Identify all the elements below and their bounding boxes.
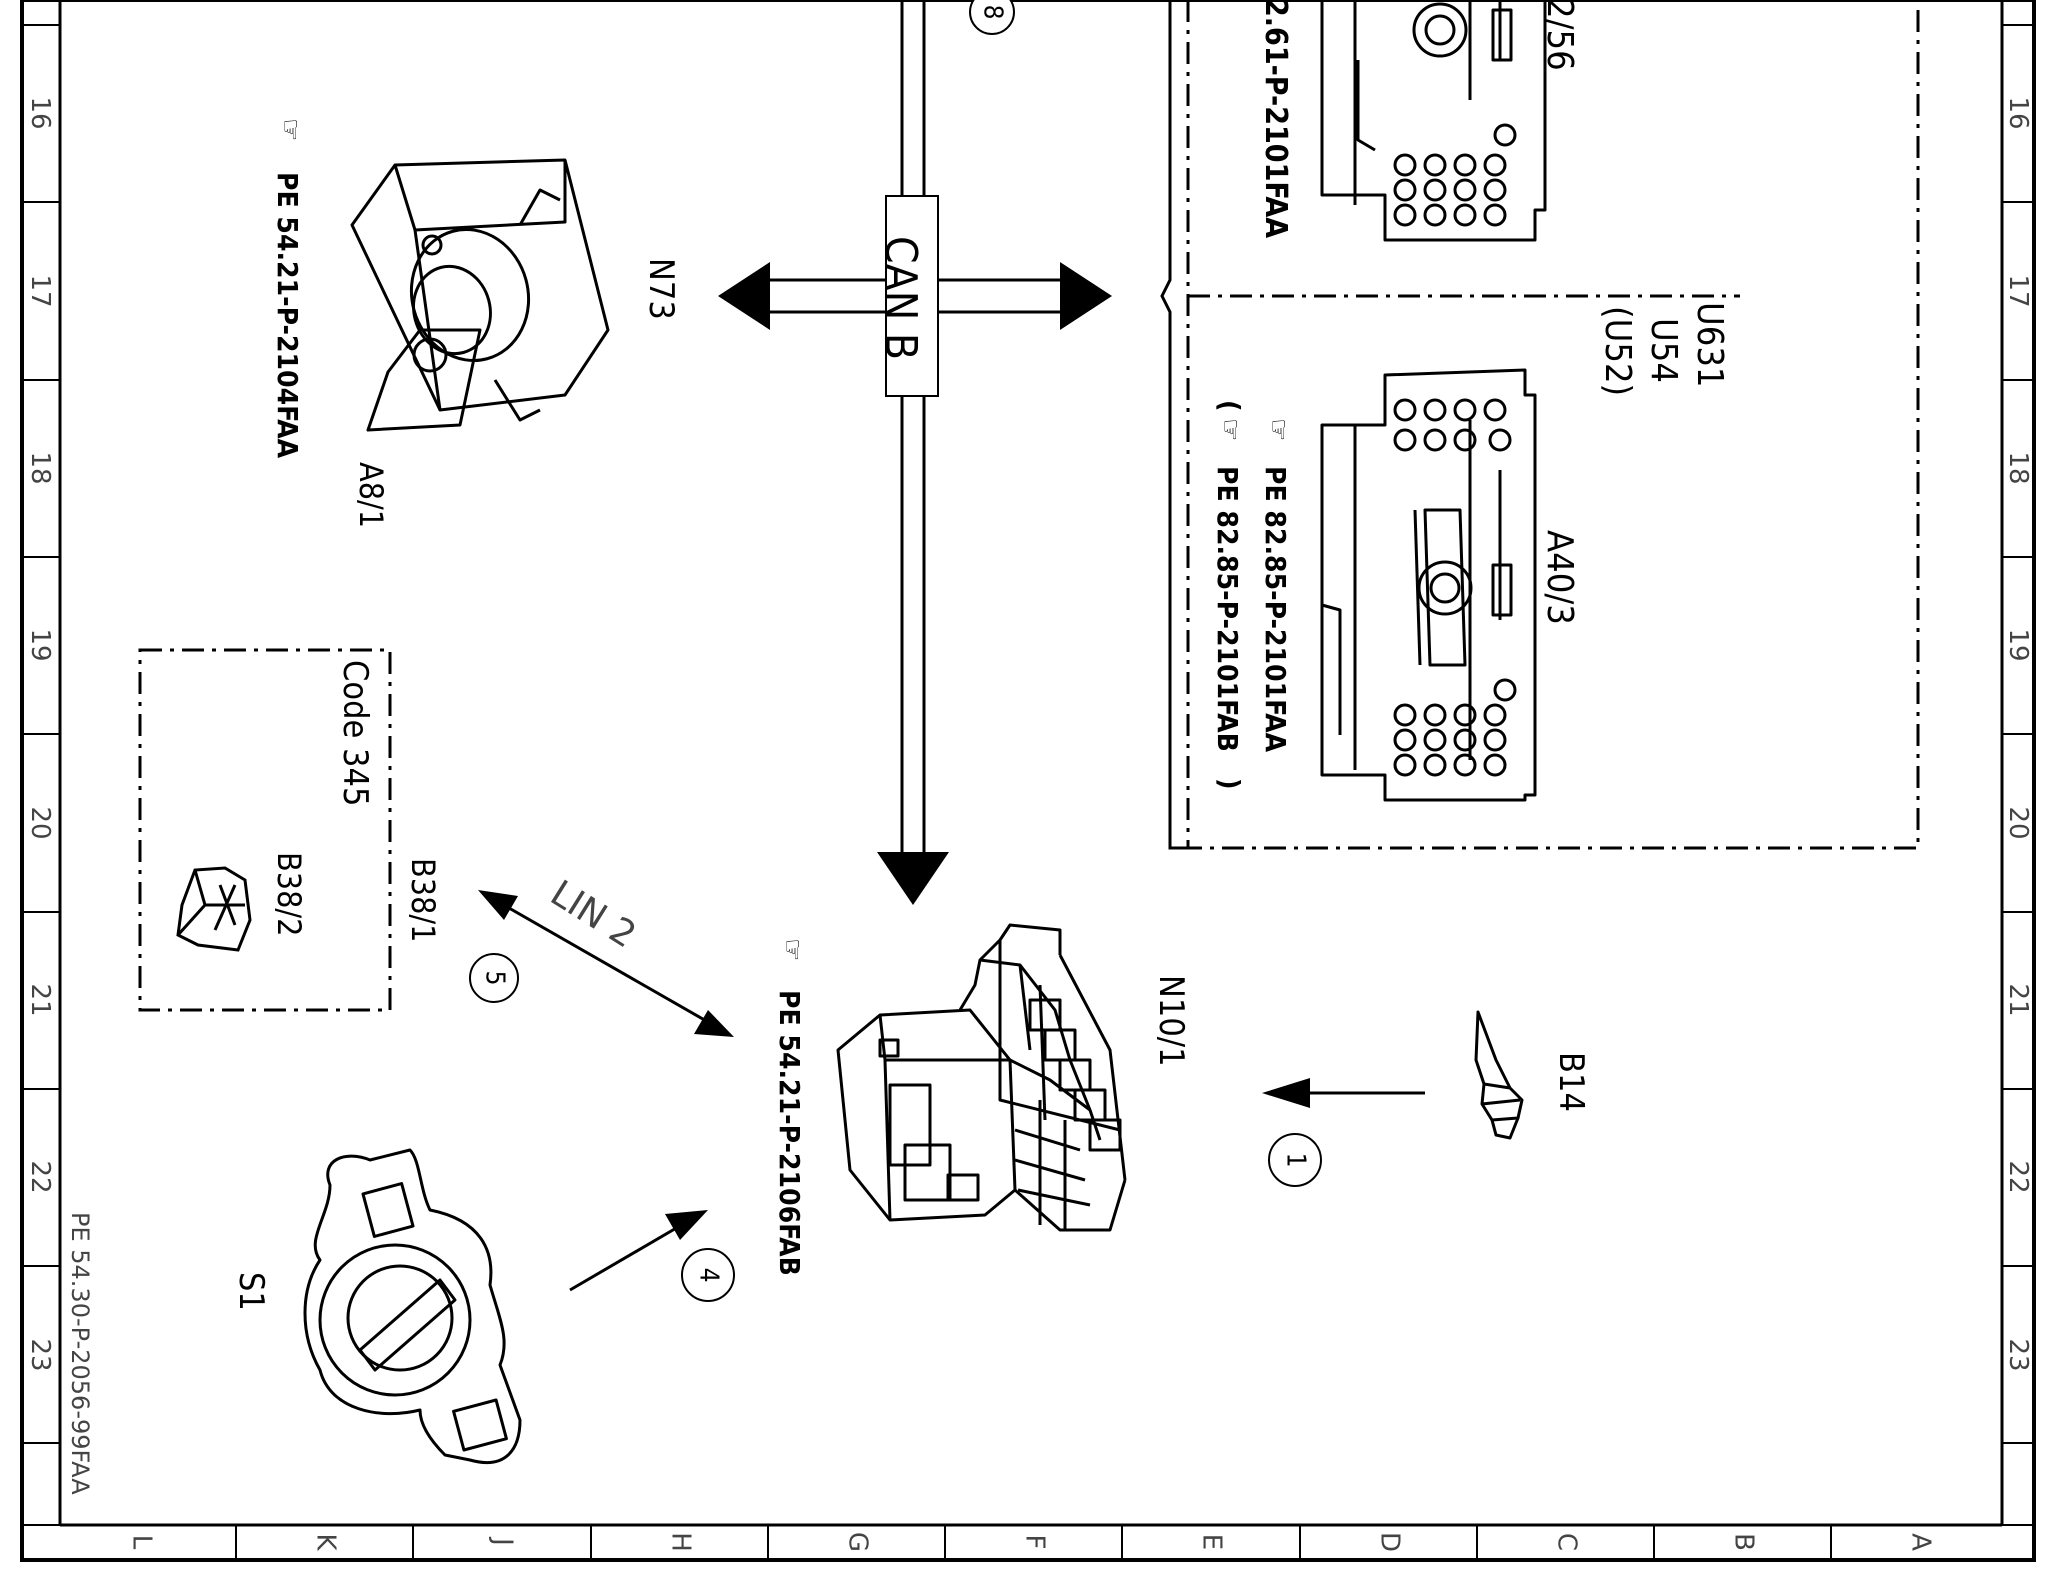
s1-signal-line	[569, 1218, 691, 1292]
top-head-unit	[1320, 0, 1547, 242]
row-number-right: 21	[2003, 983, 2033, 1016]
row-number-right: 22	[2003, 1160, 2033, 1193]
a40-3-reference-primary: ☞ PE 82.85-P-2101FAA	[1259, 418, 1293, 753]
column-letter: H	[666, 1532, 696, 1552]
lin-arrow-down	[694, 1010, 734, 1037]
top-unit-code: 2/56	[1539, 0, 1580, 71]
lin-label: LIN 2	[543, 873, 643, 956]
marker-1: 1	[1268, 1133, 1322, 1187]
svg-text:PE 54.21-P-2106FAB: PE 54.21-P-2106FAB	[773, 990, 806, 1276]
can-label-box	[885, 195, 939, 397]
a40-3-head-unit	[1320, 368, 1537, 802]
code-345-label: Code 345	[335, 660, 375, 806]
column-letter: B	[1729, 1533, 1759, 1551]
b38-1-label: B38/1	[404, 858, 442, 942]
code-345-group	[138, 648, 392, 1012]
row-number-left: 18	[25, 451, 55, 484]
n10-1-control-unit	[836, 923, 1127, 1232]
b14-temperature-sensor	[1474, 1010, 1524, 1140]
column-letter: L	[127, 1535, 157, 1550]
lin-bus-line	[494, 898, 723, 1032]
a40-3-variants: U631 U54 (U52)	[1597, 302, 1730, 396]
b14-arrow	[1262, 1078, 1310, 1108]
row-number-left: 16	[25, 96, 55, 129]
a40-3-reference-secondary: ( ☞ PE 82.85-P-2101FAB )	[1211, 400, 1246, 790]
can-arrow-left	[718, 262, 770, 330]
column-letter: A	[1906, 1533, 1936, 1551]
n10-1-reference: ☞ PE 54.21-P-2106FAB	[773, 938, 807, 1276]
pointing-hand-icon: ☞	[1215, 418, 1245, 441]
drawing-frame	[20, 0, 2036, 1562]
b38-2-label: B38/2	[270, 852, 308, 936]
svg-text:1: 1	[1281, 1153, 1311, 1168]
pointing-hand-icon: ☞	[1263, 418, 1293, 441]
variant-u54: U54	[1643, 318, 1684, 383]
svg-text:5: 5	[480, 971, 510, 986]
svg-text:8: 8	[978, 5, 1008, 20]
a8-1-reference: ☞ PE 54.21-P-2104FAA	[271, 118, 305, 459]
svg-text:PE 82.85-P-2101FAB: PE 82.85-P-2101FAB	[1211, 466, 1244, 752]
variant-u631: U631	[1689, 302, 1730, 388]
marker-5: 5	[469, 953, 519, 1003]
column-letter: K	[311, 1533, 341, 1551]
row-number-right: 19	[2003, 628, 2033, 661]
document-reference: PE 54.30-P-2056-99FAA	[66, 1212, 94, 1495]
column-letter: E	[1197, 1534, 1227, 1550]
can-bus	[770, 0, 1062, 860]
a8-1-label: A8/1	[352, 462, 390, 528]
column-letter: J	[488, 1536, 518, 1546]
svg-text:): )	[1213, 778, 1246, 790]
row-number-left: 20	[25, 806, 55, 839]
a40-3-label: A40/3	[1539, 530, 1580, 625]
row-number-left: 22	[25, 1160, 55, 1193]
pointing-hand-icon: ☞	[275, 118, 305, 141]
column-ticks	[235, 1525, 1832, 1560]
row-number-right: 16	[2003, 96, 2033, 129]
row-ticks	[22, 24, 2034, 1444]
marker-8: 8	[969, 0, 1015, 35]
s1-arrow	[665, 1210, 708, 1240]
row-number-left: 21	[25, 983, 55, 1016]
a8-1-ignition-switch	[350, 158, 610, 432]
can-arrow-right	[1060, 262, 1112, 330]
can-label: CAN B	[875, 236, 926, 360]
variant-u52: (U52)	[1597, 306, 1638, 396]
n10-1-label: N10/1	[1151, 975, 1191, 1067]
n73-label: N73	[641, 258, 681, 320]
top-unit-reference: 2.61-P-2101FAA	[1258, 0, 1293, 238]
lin-arrow-up	[478, 890, 518, 920]
b38-2-rain-light-sensor	[176, 866, 252, 952]
row-number-left: 23	[25, 1338, 55, 1371]
column-letter: G	[843, 1532, 873, 1552]
svg-text:(: (	[1213, 400, 1246, 412]
row-number-right: 17	[2003, 274, 2033, 307]
marker-4: 4	[681, 1248, 735, 1302]
svg-text:PE 54.21-P-2104FAA: PE 54.21-P-2104FAA	[271, 172, 304, 459]
s1-light-switch	[303, 1148, 522, 1465]
head-unit-group-border	[1160, 0, 1920, 850]
s1-label: S1	[231, 1272, 271, 1311]
column-letter: D	[1375, 1532, 1405, 1552]
row-number-left: 17	[25, 274, 55, 307]
svg-text:4: 4	[694, 1268, 724, 1283]
row-number-right: 18	[2003, 451, 2033, 484]
column-letter: F	[1020, 1535, 1050, 1550]
b14-label: B14	[1551, 1052, 1591, 1112]
column-letter: C	[1552, 1533, 1582, 1551]
pointing-hand-icon: ☞	[777, 938, 807, 961]
can-arrow-down	[877, 852, 949, 905]
row-number-left: 19	[25, 628, 55, 661]
row-number-right: 20	[2003, 806, 2033, 839]
svg-text:PE 82.85-P-2101FAA: PE 82.85-P-2101FAA	[1259, 466, 1292, 753]
row-number-right: 23	[2003, 1338, 2033, 1371]
